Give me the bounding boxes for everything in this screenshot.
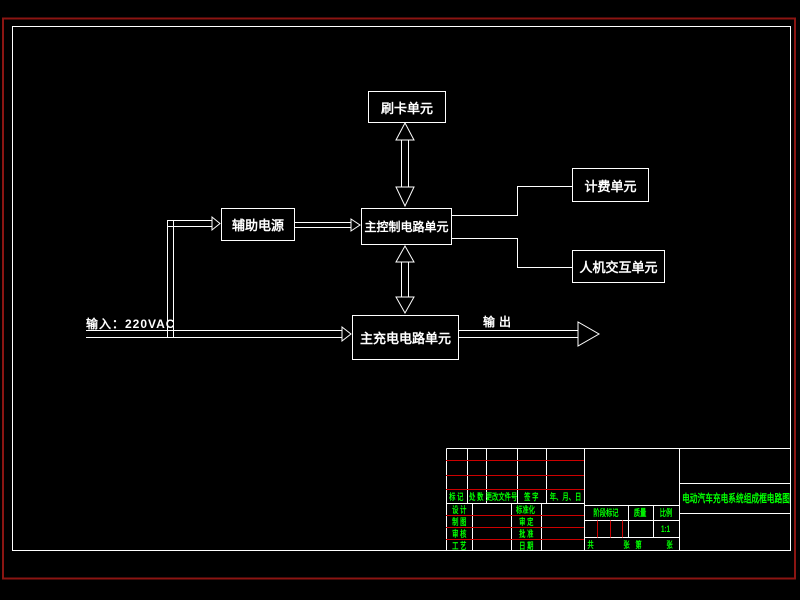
tb-label-review: 审 定 bbox=[518, 516, 534, 527]
tb-label-date: 日 期 bbox=[518, 540, 534, 551]
tb-rev-signature: 签 字 bbox=[524, 491, 539, 502]
input-bus-arrow bbox=[86, 325, 352, 343]
tb-stage-mark: 阶段标记 bbox=[593, 508, 619, 518]
block-hmi-unit: 人机交互单元 bbox=[572, 250, 665, 283]
tb-sheet-ordinal: 第 bbox=[635, 539, 643, 550]
tb-rev-count: 处 数 bbox=[469, 491, 484, 502]
block-billing-unit: 计费单元 bbox=[572, 168, 649, 202]
tb-sheet-total-prefix: 共 bbox=[587, 539, 595, 550]
tb-scale-value: 1:1 bbox=[661, 523, 671, 534]
card-control-arrow bbox=[395, 121, 415, 208]
block-billing-unit-label: 计费单元 bbox=[584, 178, 637, 194]
tb-label-draw: 制 图 bbox=[451, 516, 467, 527]
aux-control-arrow bbox=[293, 218, 361, 232]
input-aux-riser bbox=[167, 215, 221, 338]
control-charge-arrow bbox=[395, 244, 415, 315]
output-bus-arrow bbox=[457, 321, 601, 347]
tb-mass: 质量 bbox=[634, 508, 647, 518]
tb-drawing-title: 电动汽车充电系统组成框电路图 bbox=[681, 493, 790, 505]
outer-red-frame bbox=[2, 17, 796, 580]
tb-sheet-unit: 张 bbox=[623, 539, 631, 550]
tb-label-design: 设 计 bbox=[451, 504, 467, 515]
block-aux-power-label: 辅助电源 bbox=[231, 218, 284, 233]
tb-label-check: 审 核 bbox=[451, 528, 467, 539]
titleblock-grid-white bbox=[446, 448, 791, 551]
block-card-unit: 刷卡单元 bbox=[368, 91, 446, 123]
tb-sheet-unit2: 张 bbox=[666, 539, 674, 550]
output-label: 输出 bbox=[483, 315, 516, 329]
tb-label-process: 工 艺 bbox=[451, 540, 467, 551]
titleblock-grid-red bbox=[446, 460, 623, 540]
tb-rev-mark: 标 记 bbox=[449, 491, 464, 502]
block-hmi-unit-label: 人机交互单元 bbox=[579, 260, 658, 275]
block-card-unit-label: 刷卡单元 bbox=[380, 100, 433, 116]
input-voltage-label: 输入：220VAC bbox=[86, 317, 176, 331]
inner-white-frame bbox=[12, 26, 791, 551]
block-main-control-label: 主控制电路单元 bbox=[364, 220, 449, 234]
block-main-charge-label: 主充电电路单元 bbox=[359, 331, 451, 346]
tb-scale: 比例 bbox=[659, 508, 673, 518]
block-aux-power: 辅助电源 bbox=[221, 208, 295, 241]
tb-label-standardize: 标准化 bbox=[516, 504, 536, 515]
tb-label-approve: 批 准 bbox=[518, 528, 534, 539]
block-main-control: 主控制电路单元 bbox=[361, 208, 452, 245]
block-main-charge: 主充电电路单元 bbox=[352, 315, 459, 360]
control-billing-connector bbox=[450, 186, 572, 216]
tb-rev-change-file: 更改文件号 bbox=[485, 491, 518, 502]
control-hmi-connector bbox=[450, 238, 572, 268]
tb-rev-date: 年、月、日 bbox=[549, 491, 581, 502]
